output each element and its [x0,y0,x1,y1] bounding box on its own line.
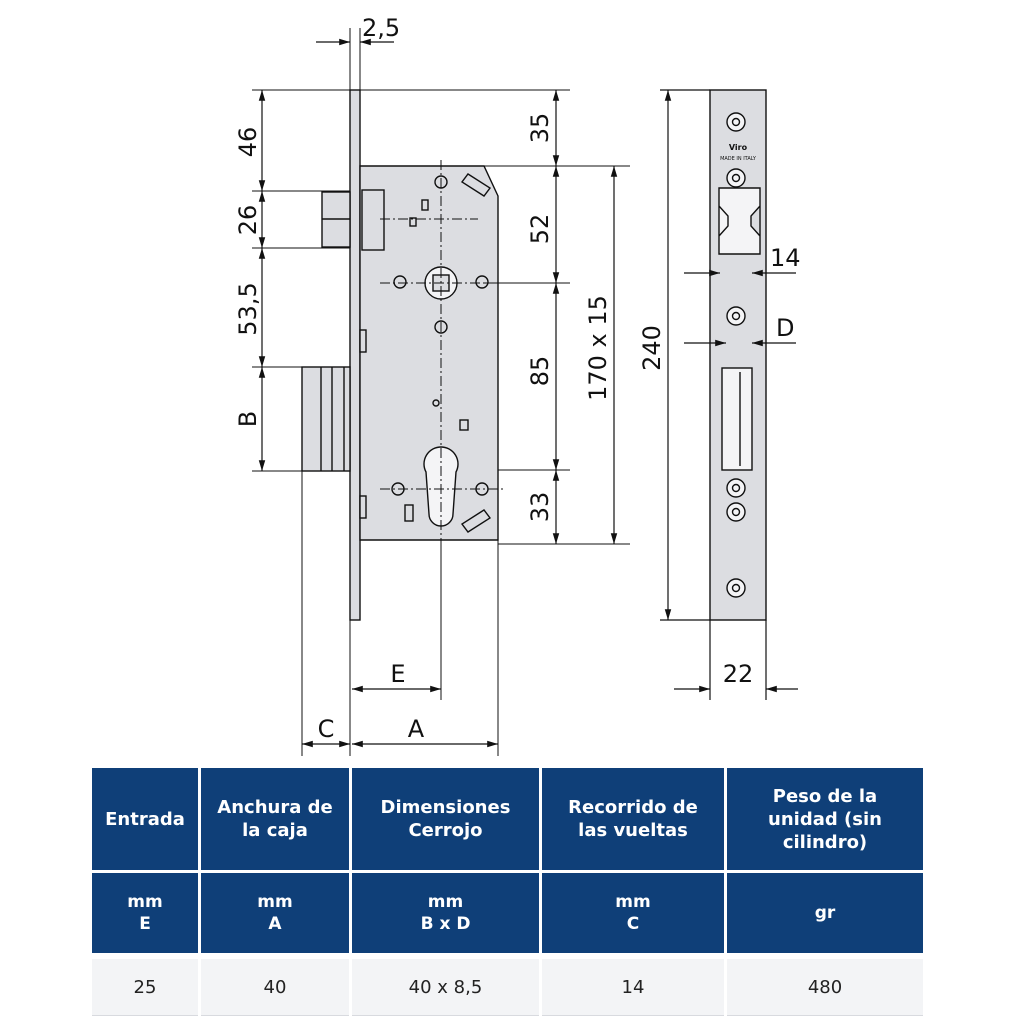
table-values-row: 25 40 40 x 8,5 14 480 [92,953,923,1016]
lock-case [359,165,499,541]
dim-22: 22 [723,660,754,688]
dim-2-5: 2,5 [362,14,400,42]
dim-B: B [234,411,262,427]
value-dimensiones: 40 x 8,5 [352,953,539,1016]
plate-origin: MADE IN ITALY [720,156,757,162]
unit-peso: gr [727,870,923,953]
dim-D: D [776,314,794,342]
value-entrada: 25 [92,953,198,1016]
dim-46: 46 [234,127,262,158]
dim-52: 52 [526,214,554,245]
value-recorrido: 14 [542,953,724,1016]
dim-85: 85 [526,356,554,387]
dim-C: C [318,715,335,743]
faceplate [349,89,361,621]
plate-brand: Viro [729,143,748,152]
dim-35: 35 [526,113,554,144]
faceplate-side-view [709,89,767,621]
lock-front-view [301,89,499,621]
value-anchura: 40 [201,953,349,1016]
dim-14: 14 [770,244,801,272]
dead-bolt [301,366,351,472]
dim-53-5: 53,5 [234,282,262,335]
header-entrada: Entrada [92,768,198,870]
dimension-lines [258,38,618,748]
dim-240: 240 [638,325,666,371]
dim-A: A [408,715,425,743]
lock-technical-drawing: 2,5 46 26 53,5 B 35 52 85 33 170 x 15 24… [234,14,801,756]
dim-26: 26 [234,205,262,236]
dim-33: 33 [526,492,554,523]
dim-E: E [390,660,405,688]
value-peso: 480 [727,953,923,1016]
dim-170x15: 170 x 15 [584,295,612,401]
side-dimension-lines [660,89,798,700]
